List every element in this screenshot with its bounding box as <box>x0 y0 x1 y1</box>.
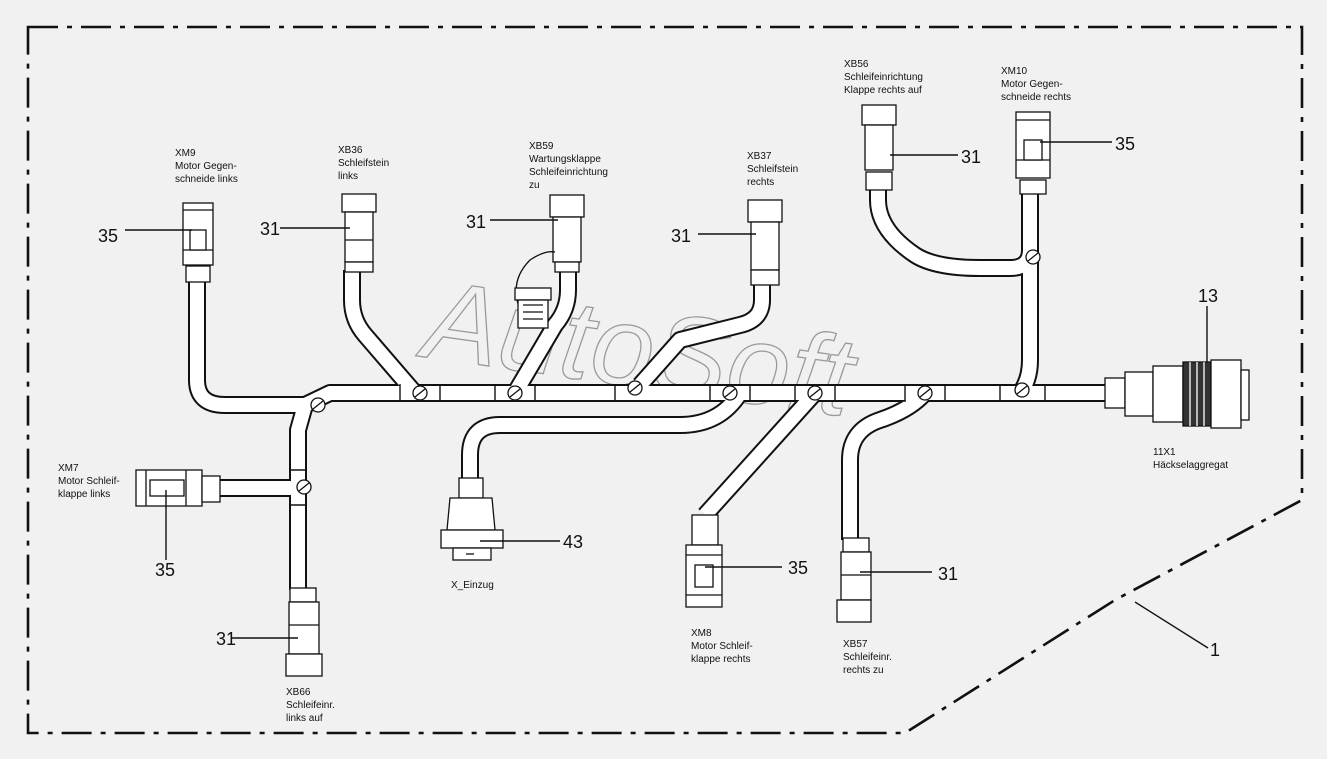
clip-icon <box>807 385 823 401</box>
clip-icon <box>296 479 312 495</box>
svg-text:schneide links: schneide links <box>175 174 238 185</box>
connector-xb57 <box>836 537 872 623</box>
callout-11x1: 13 <box>1198 286 1218 306</box>
component-labels: XM9 Motor Gegen- schneide links XB36 Sch… <box>58 59 1228 724</box>
label-11x1: 11X1 Häckselaggregat <box>1153 447 1228 471</box>
svg-text:Schleifeinr.: Schleifeinr. <box>843 652 892 663</box>
svg-text:rechts: rechts <box>747 177 774 188</box>
label-xb59: XB59 Wartungsklappe Schleifeinrichtung z… <box>529 141 608 191</box>
svg-text:XB59: XB59 <box>529 141 554 152</box>
svg-text:Motor Gegen-: Motor Gegen- <box>175 161 237 172</box>
svg-text:Klappe rechts auf: Klappe rechts auf <box>844 85 922 96</box>
connector-xm9 <box>182 202 214 283</box>
clip-icon <box>627 380 643 396</box>
callout-xb59: 31 <box>466 212 486 232</box>
label-xm10: XM10 Motor Gegen- schneide rechts <box>1001 66 1071 103</box>
callout-xb66: 31 <box>216 629 236 649</box>
callout-xm8: 35 <box>788 558 808 578</box>
cable-clips <box>296 249 1041 495</box>
label-xb57: XB57 Schleifeinr. rechts zu <box>843 639 892 676</box>
clip-icon <box>1014 382 1030 398</box>
callout-assembly: 1 <box>1210 640 1220 660</box>
callout-xm10: 35 <box>1115 134 1135 154</box>
svg-text:Motor Schleif-: Motor Schleif- <box>691 641 753 652</box>
connector-xb36 <box>341 193 377 273</box>
callout-x-einzug: 43 <box>563 532 583 552</box>
label-xb36: XB36 Schleifstein links <box>338 145 389 182</box>
label-x-einzug: X_Einzug <box>451 580 494 591</box>
svg-text:Schleifeinr.: Schleifeinr. <box>286 700 335 711</box>
harness-wires <box>188 180 1105 590</box>
assembly-boundary <box>26 25 1304 735</box>
callout-xb56: 31 <box>961 147 981 167</box>
callout-xb57: 31 <box>938 564 958 584</box>
connectors <box>135 104 1250 677</box>
label-xm8: XM8 Motor Schleif- klappe rechts <box>691 628 753 665</box>
svg-text:Schleifstein: Schleifstein <box>747 164 798 175</box>
svg-text:XM8: XM8 <box>691 628 712 639</box>
svg-text:Schleifeinrichtung: Schleifeinrichtung <box>529 167 608 178</box>
svg-text:XM7: XM7 <box>58 463 79 474</box>
label-xb56: XB56 Schleifeinrichtung Klappe rechts au… <box>844 59 923 96</box>
connector-xb66 <box>285 587 323 677</box>
connector-xm8 <box>685 514 723 608</box>
connector-xb59 <box>514 194 585 329</box>
connector-xm10 <box>1015 111 1051 195</box>
svg-text:XB56: XB56 <box>844 59 869 70</box>
label-xm7: XM7 Motor Schleif- klappe links <box>58 463 120 500</box>
svg-text:XB57: XB57 <box>843 639 868 650</box>
svg-text:klappe rechts: klappe rechts <box>691 654 750 665</box>
svg-text:schneide rechts: schneide rechts <box>1001 92 1071 103</box>
svg-text:klappe links: klappe links <box>58 489 110 500</box>
svg-text:XB66: XB66 <box>286 687 311 698</box>
clip-icon <box>1025 249 1041 265</box>
label-xb66: XB66 Schleifeinr. links auf <box>286 687 335 724</box>
connector-x-einzug <box>440 477 504 561</box>
svg-text:links auf: links auf <box>286 713 323 724</box>
svg-text:XB36: XB36 <box>338 145 363 156</box>
clip-icon <box>722 385 738 401</box>
callout-numbers: 35 31 31 31 31 31 35 13 35 43 35 31 1 <box>98 134 1220 660</box>
clip-icon <box>917 385 933 401</box>
svg-text:Wartungsklappe: Wartungsklappe <box>529 154 601 165</box>
svg-text:XM10: XM10 <box>1001 66 1028 77</box>
clip-icon <box>507 385 523 401</box>
connector-xb56 <box>861 104 897 191</box>
connector-xm7 <box>135 469 221 507</box>
callout-xb36: 31 <box>260 219 280 239</box>
connector-xb37 <box>747 199 783 286</box>
svg-text:Motor Gegen-: Motor Gegen- <box>1001 79 1063 90</box>
label-xb37: XB37 Schleifstein rechts <box>747 151 798 188</box>
svg-text:Schleifeinrichtung: Schleifeinrichtung <box>844 72 923 83</box>
svg-text:links: links <box>338 171 358 182</box>
svg-text:Schleifstein: Schleifstein <box>338 158 389 169</box>
leader-lines <box>125 141 1209 649</box>
label-xm9: XM9 Motor Gegen- schneide links <box>175 148 238 185</box>
svg-text:rechts zu: rechts zu <box>843 665 884 676</box>
clip-icon <box>310 397 326 413</box>
svg-text:Häckselaggregat: Häckselaggregat <box>1153 460 1228 471</box>
svg-text:XB37: XB37 <box>747 151 772 162</box>
svg-text:Motor Schleif-: Motor Schleif- <box>58 476 120 487</box>
svg-text:X_Einzug: X_Einzug <box>451 580 494 591</box>
svg-text:XM9: XM9 <box>175 148 196 159</box>
callout-xm9: 35 <box>98 226 118 246</box>
svg-text:zu: zu <box>529 180 540 191</box>
clip-icon <box>412 385 428 401</box>
connector-11x1 <box>1104 359 1250 429</box>
callout-xb37: 31 <box>671 226 691 246</box>
svg-text:11X1: 11X1 <box>1153 447 1176 458</box>
callout-xm7: 35 <box>155 560 175 580</box>
